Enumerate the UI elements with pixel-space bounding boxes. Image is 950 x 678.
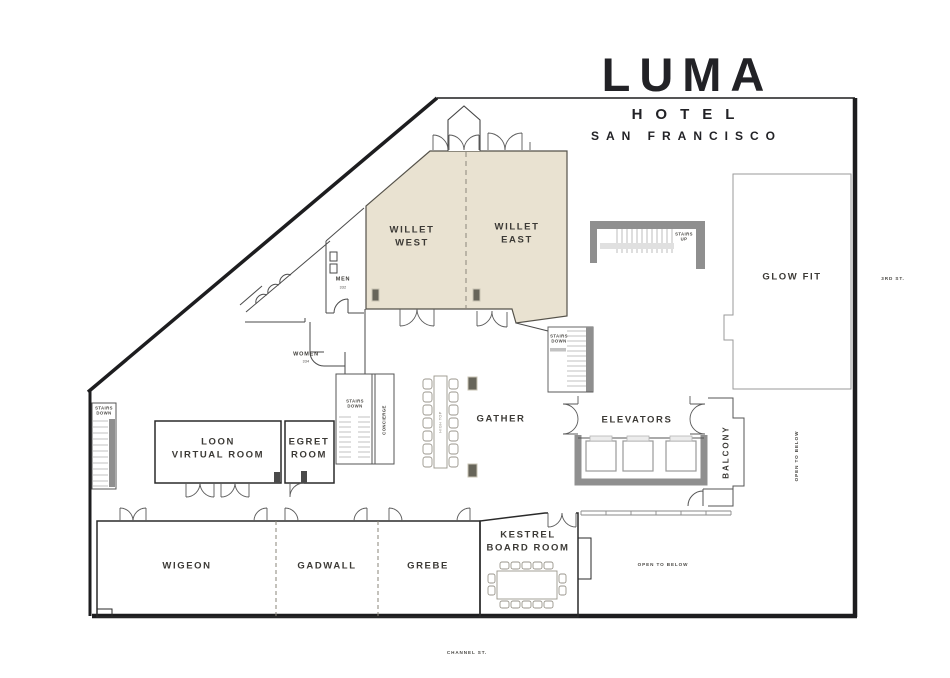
balcony-label: BALCONY xyxy=(721,425,731,479)
logo-name: LUMA xyxy=(601,48,774,101)
column xyxy=(467,463,478,478)
stairs-down-label-center: STAIRS DOWN xyxy=(346,398,364,409)
logo-descriptor: HOTEL xyxy=(631,106,748,123)
elevator-car xyxy=(622,440,654,472)
railing xyxy=(580,510,732,516)
stairs-down-left xyxy=(91,402,117,490)
entry-doors xyxy=(399,132,531,328)
concierge-stairs xyxy=(335,373,395,465)
kestrel-doors xyxy=(547,512,577,528)
column xyxy=(467,376,478,391)
elevator-car xyxy=(665,440,697,472)
bottom-room-doors xyxy=(119,507,471,522)
open-to-below-label-bottom: OPEN TO BELOW xyxy=(637,561,689,567)
concierge-label: CONCIERGE xyxy=(381,405,387,435)
room-label-glow-fit: GLOW FIT xyxy=(762,271,822,283)
room-number-men: 332 xyxy=(339,285,347,290)
entry-vestibule xyxy=(447,105,481,151)
kestrel-table xyxy=(487,561,567,609)
stairs-up-label: STAIRS UP xyxy=(675,231,693,242)
room-label-women: WOMEN xyxy=(293,351,319,358)
room-label-gather: GATHER xyxy=(476,413,526,425)
balcony-outline xyxy=(687,397,745,507)
elevator-car xyxy=(585,440,617,472)
room-label-willet-west: WILLET WEST xyxy=(389,224,435,248)
room-label-elevators: ELEVATORS xyxy=(601,414,673,426)
stairs-down-label-mid: STAIRS DOWN xyxy=(550,333,568,344)
logo-city: SAN FRANCISCO xyxy=(590,129,782,143)
room-label-grebe: GREBE xyxy=(407,560,449,572)
open-to-below-label-right: OPEN TO BELOW xyxy=(793,430,799,482)
stairs-down-mid xyxy=(515,322,594,393)
room-label-kestrel: KESTREL BOARD ROOM xyxy=(486,529,570,553)
high-top-table xyxy=(422,375,459,469)
restrooms xyxy=(239,207,366,374)
elevator-lobby-doors xyxy=(548,391,706,435)
loon-egret-doors xyxy=(185,471,307,498)
loon-egret-rooms xyxy=(154,420,335,484)
room-label-men: MEN xyxy=(335,276,351,283)
hotel-logo: LUMA HOTEL SAN FRANCISCO xyxy=(483,47,883,143)
column xyxy=(371,288,380,302)
room-label-wigeon: WIGEON xyxy=(162,560,212,572)
street-label-channel-st: CHANNEL ST. xyxy=(446,649,488,655)
building-outline xyxy=(86,96,858,619)
room-label-loon-virtual: LOON VIRTUAL ROOM xyxy=(171,436,265,460)
high-top-label: HIGH TOP xyxy=(438,411,442,433)
column xyxy=(472,288,481,302)
stairs-up xyxy=(590,221,705,269)
room-label-egret: EGRET ROOM xyxy=(288,436,330,460)
kestrel-room xyxy=(479,512,592,618)
room-label-willet-east: WILLET EAST xyxy=(494,221,540,245)
kestrel-chairs xyxy=(487,561,567,609)
room-label-gadwall: GADWALL xyxy=(297,560,357,572)
willet-rooms-shape xyxy=(365,150,568,324)
stairs-down-label-left: STAIRS DOWN xyxy=(95,405,113,416)
gather-columns xyxy=(467,376,478,478)
street-label-3rd-st: 3RD ST. xyxy=(881,275,905,281)
glow-fit-room xyxy=(723,173,852,390)
high-top-chairs xyxy=(422,378,459,468)
room-number-women: 334 xyxy=(302,359,310,364)
elevator-bank xyxy=(574,435,708,486)
